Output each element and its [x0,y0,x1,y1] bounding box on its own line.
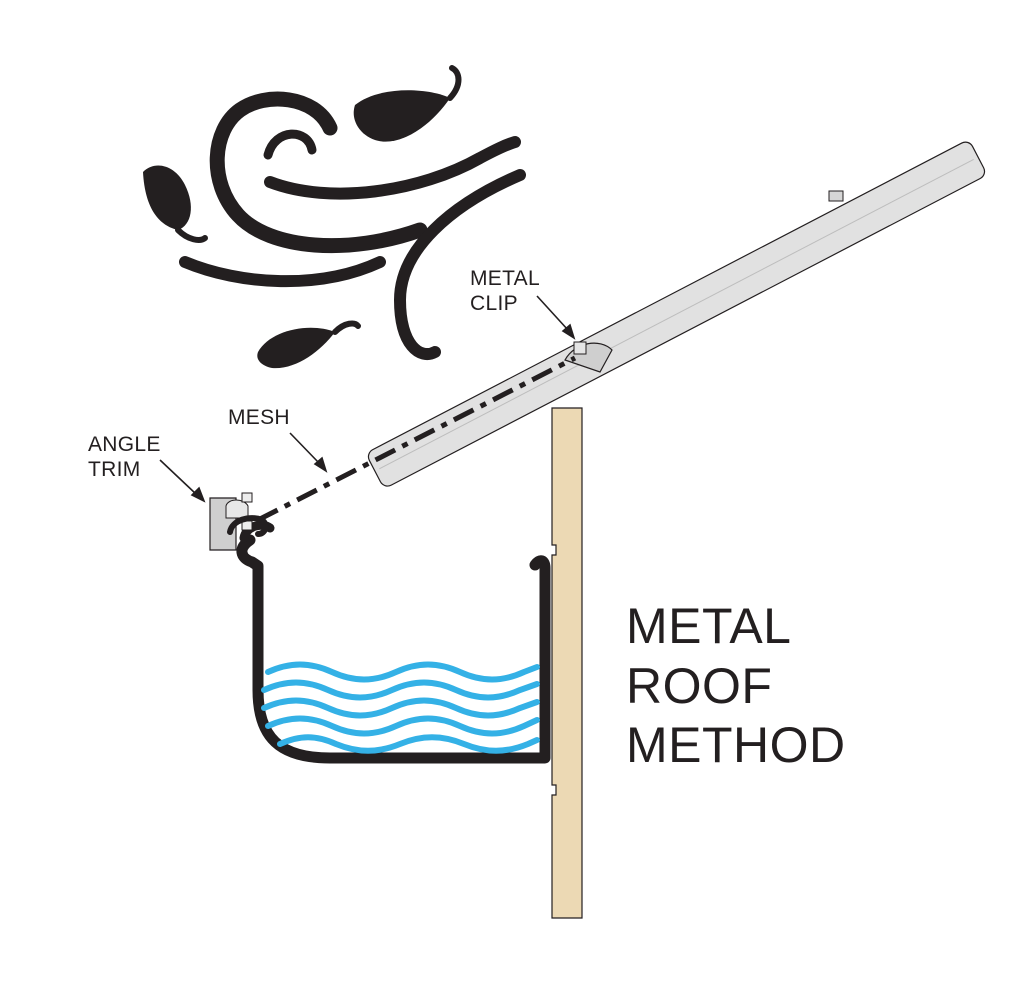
leader-arrows [159,295,576,503]
leaf-icon [143,65,462,369]
roof-sheet [367,141,986,487]
wind-swirl-icon [179,91,526,360]
fascia-board [551,407,583,919]
gutter [236,534,551,764]
roof-screw [828,190,844,202]
diagram-title: METAL ROOF METHOD [626,598,846,773]
mesh-label: MESH [228,406,290,429]
angle-trim-label: ANGLE TRIM [88,433,167,481]
metal-clip-label: METAL CLIP [470,267,545,315]
angle-trim [209,492,269,551]
water-waves [261,661,540,754]
metal-clip [564,341,613,373]
mesh-line [256,355,577,523]
